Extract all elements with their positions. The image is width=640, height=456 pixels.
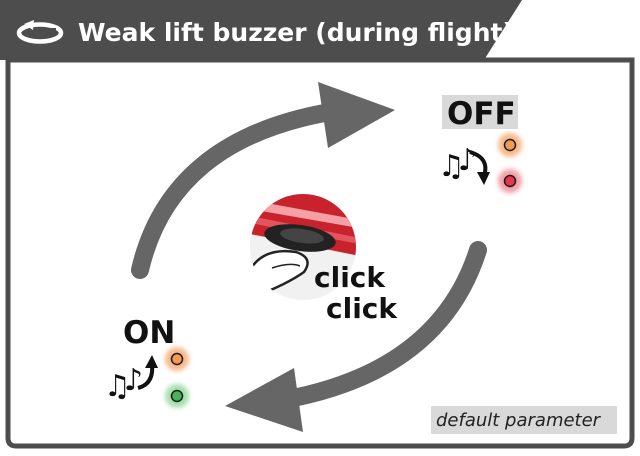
led-orange-icon (503, 138, 517, 152)
on-label: ON (123, 315, 175, 351)
page-title: Weak lift buzzer (during flight) (78, 18, 514, 47)
rotate-icon (16, 20, 64, 44)
svg-text:♫: ♫ (104, 369, 131, 404)
on-state: ON ♫ ♪ (104, 315, 189, 408)
click-label-1: click (314, 261, 386, 294)
off-label-highlight (442, 95, 518, 129)
music-notes-icon: ♫ ♪ (104, 363, 143, 404)
music-notes-icon: ♫ ♪ (438, 143, 477, 184)
svg-text:♪: ♪ (458, 143, 477, 178)
led-orange-icon (170, 352, 184, 366)
click-label-2: click (326, 292, 398, 325)
button-press-icon (250, 194, 356, 300)
arrow-to-on (225, 241, 487, 432)
svg-text:♫: ♫ (438, 149, 465, 184)
default-parameter-label: default parameter (436, 410, 602, 431)
off-label: OFF (447, 96, 516, 132)
off-state: OFF ♫ ♪ (438, 95, 522, 193)
led-green-icon (170, 389, 184, 403)
led-red-icon (503, 174, 517, 188)
default-parameter-badge (431, 406, 617, 434)
header-bar (0, 0, 522, 60)
arrow-to-off (131, 82, 395, 279)
svg-text:♪: ♪ (124, 363, 143, 398)
